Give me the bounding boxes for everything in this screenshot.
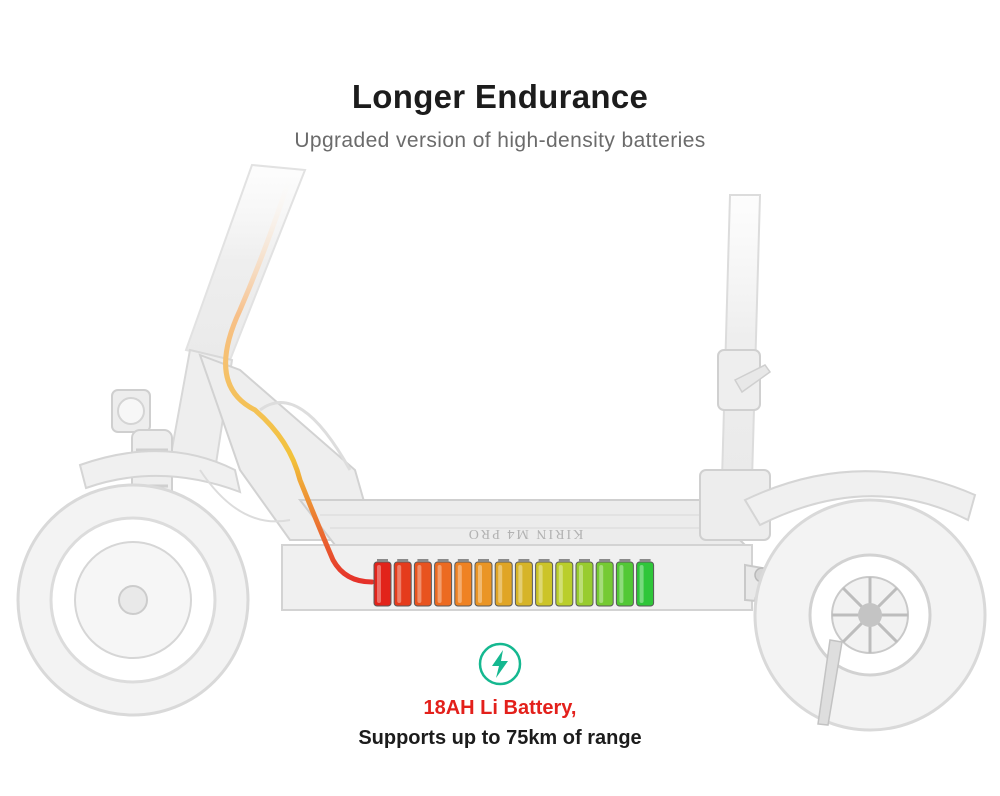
battery-cell (494, 559, 513, 607)
battery-wire (223, 167, 375, 585)
battery-pack (373, 559, 655, 607)
range-description: Supports up to 75km of range (358, 727, 642, 749)
charging-bolt-icon (478, 642, 522, 686)
kickstand (817, 639, 843, 726)
battery-cell (454, 559, 473, 607)
battery-cell (413, 559, 432, 607)
battery-cell (595, 559, 614, 607)
page-title: Longer Endurance (351, 78, 649, 115)
front-wheel (16, 483, 250, 717)
battery-cell (575, 559, 594, 607)
battery-cell (373, 559, 392, 607)
rear-fender (743, 470, 977, 527)
battery-cell (514, 559, 533, 607)
battery-cell (555, 559, 574, 607)
headlight (111, 389, 151, 433)
page-subtitle: Upgraded version of high-density batteri… (294, 129, 706, 152)
battery-capacity-label: 18AH Li Battery, (423, 697, 577, 719)
battery-cell (474, 559, 493, 607)
deck-brand-label: KIRIN M4 PRO (467, 526, 584, 541)
front-fender (78, 450, 242, 494)
battery-cell (393, 559, 412, 607)
battery-cell (535, 559, 554, 607)
battery-cell (636, 559, 655, 607)
rear-wheel (753, 498, 987, 732)
battery-cell (615, 559, 634, 607)
battery-cell (434, 559, 453, 607)
rear-post (699, 194, 772, 541)
